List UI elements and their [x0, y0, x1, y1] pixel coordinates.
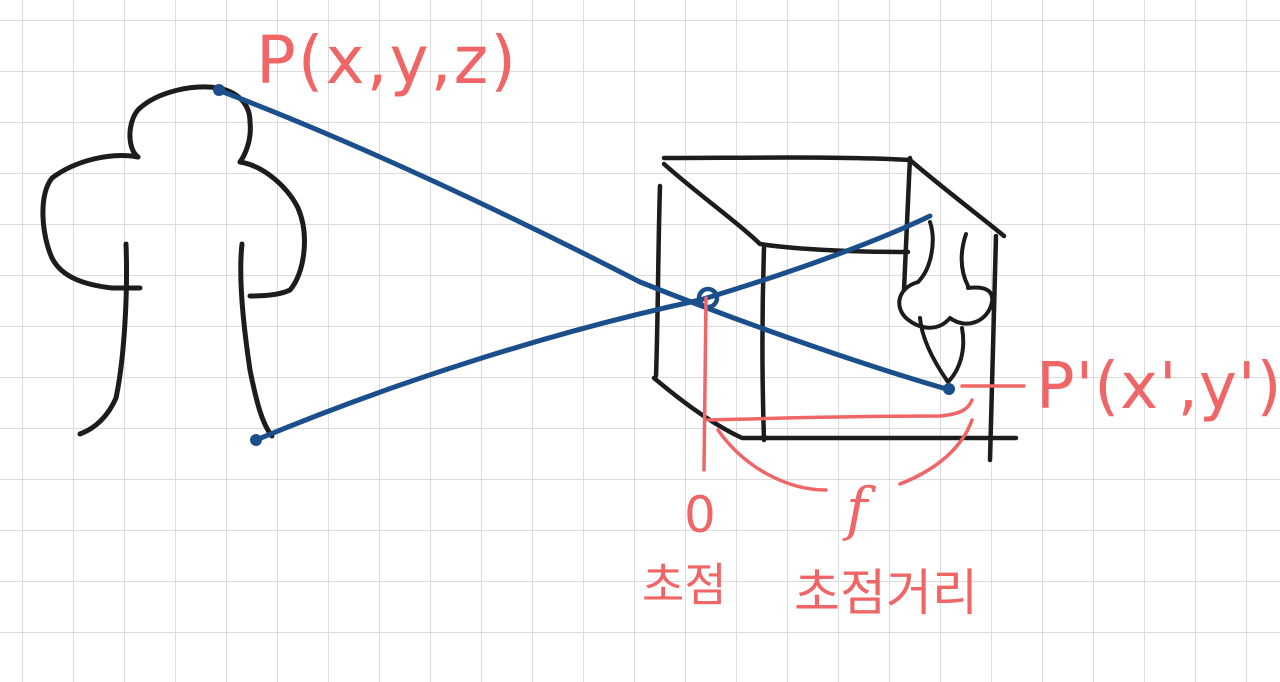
focal-length-line: [706, 398, 974, 422]
light-rays: [213, 84, 955, 446]
focal-annotations: [702, 296, 1026, 492]
object-foot-dot: [250, 434, 262, 446]
object-point-dot: [213, 84, 225, 96]
camera-back-right-edge: [901, 155, 999, 463]
principal-axis-marker: [702, 296, 708, 472]
image-point-dot: [943, 383, 955, 395]
camera-top-face: [661, 155, 1007, 255]
ray-top-to-bottom: [215, 87, 953, 393]
camera-front-left-edge: [653, 183, 663, 379]
inverted-image-legs: [916, 220, 970, 288]
camera-box: [651, 155, 1019, 463]
origin-label: 0: [684, 486, 716, 544]
image-point-label: P'(x',y'): [1036, 350, 1280, 424]
person-figure: [40, 84, 307, 439]
focal-length-brace: [716, 418, 974, 492]
person-right-leg: [238, 241, 275, 439]
camera-front-inner-edge: [760, 245, 767, 443]
object-point-label: P(x,y,z): [256, 22, 519, 99]
focal-length-symbol: f: [846, 475, 868, 543]
focal-length-label: 초점거리: [794, 564, 978, 622]
inverted-image-figure: [897, 220, 995, 384]
person-body-outline: [40, 153, 307, 299]
ray-bottom-to-top: [253, 213, 933, 443]
camera-bottom-edges: [651, 375, 1019, 441]
focal-point-label: 초점: [642, 558, 727, 612]
inverted-image-head: [897, 280, 995, 384]
person-left-leg: [77, 241, 130, 437]
pinhole-aperture: [696, 286, 720, 310]
person-head-outline: [127, 84, 253, 165]
